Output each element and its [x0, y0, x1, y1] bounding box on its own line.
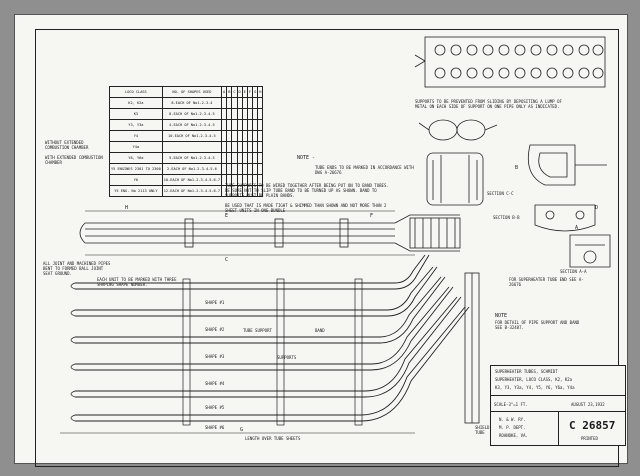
printed-stamp: PRINTED: [581, 436, 598, 441]
dim-label: E: [225, 213, 229, 219]
dim-label: H: [125, 205, 129, 211]
shapes-cell: 10-EACH OF No1-2-3-4-5-6-7: [161, 174, 223, 186]
note-pipe-support: FOR DETAIL OF PIPE SUPPORT AND BAND SEE …: [495, 320, 580, 330]
shape-label: SHAPE #1: [205, 300, 225, 305]
title-block: SUPERHEATER TUBES, SCHMIDT SUPERHEATER, …: [490, 365, 626, 462]
dim-label: B: [515, 165, 519, 171]
loco-class-cell: Y4a: [109, 141, 163, 153]
table-header: H: [257, 86, 264, 98]
loco-class-cell: K2, K2a: [109, 97, 163, 109]
table-header: LOCO CLASS: [109, 86, 163, 98]
table-row: Y4a: [109, 141, 264, 153]
dim-label: D: [595, 205, 599, 211]
title-box: SUPERHEATER TUBES, SCHMIDT SUPERHEATER, …: [490, 365, 626, 397]
shapes-cell: 2-EACH OF No1-2-3-4-5-6: [161, 163, 223, 175]
scale-text: SCALE-3"=1 FT.: [494, 402, 528, 407]
shape-label: SHAPE #3: [205, 354, 225, 359]
loco-class-table: LOCO CLASS NO. OF SHAPES USED A B C D E …: [109, 86, 264, 197]
date-text: AUGUST 23,1932: [571, 402, 605, 407]
railway-line: ROANOKE, VA.: [499, 433, 528, 438]
loco-class-cell: Y6: [109, 174, 163, 186]
shape-label: SHAPE #5: [205, 405, 225, 410]
loco-class-cell: Y4: [109, 130, 163, 142]
note-without-chamber: WITHOUT EXTENDED COMBUSTION CHAMBER: [45, 140, 89, 150]
tube-support-label: TUBE SUPPORT: [243, 328, 272, 333]
drawing-sheet: LOCO CLASS NO. OF SHAPES USED A B C D E …: [14, 14, 628, 467]
title-line: SUPERHEATER TUBES, SCHMIDT: [495, 369, 558, 374]
section-cc-label: SECTION C-C: [487, 191, 514, 196]
table-header: NO. OF SHAPES USED: [161, 86, 223, 98]
shapes-cell: 10-EACH OF No1-2-3-4-5: [161, 130, 223, 142]
railway-line: M. P. DEPT.: [499, 425, 526, 430]
shapes-cell: 8-EACH OF No1-2-3-4: [161, 97, 223, 109]
railway-box: N. & W. RY. M. P. DEPT. ROANOKE, VA.: [490, 411, 560, 446]
shapes-cell: 8-EACH OF No1-2-3-4-5: [161, 108, 223, 120]
note-each-unit: EACH UNIT TO BE MARKED WITH THREE SHAPIN…: [97, 277, 177, 287]
dim-label: G: [240, 427, 244, 433]
shape-label: SHAPE #6: [205, 425, 225, 430]
drawing-border: [35, 29, 619, 467]
drawing-number-box: C 26857 PRINTED: [558, 411, 626, 446]
band-label: BAND: [315, 328, 325, 333]
shape-label: SHAPE #4: [205, 381, 225, 386]
table-header-row: LOCO CLASS NO. OF SHAPES USED A B C D E …: [109, 86, 264, 98]
railway-line: N. & W. RY.: [499, 417, 526, 422]
shapes-cell: 12-EACH OF No1-2-3-4-5-6-7: [161, 185, 223, 197]
length-label: LENGTH OVER TUBE SHEETS: [245, 436, 301, 441]
loco-class-cell: K3: [109, 108, 163, 120]
note-shims: BE USED THAT IS MADE TIGHT & SHIMMED THA…: [225, 203, 387, 213]
section-aa-label: SECTION A-A: [560, 269, 587, 274]
loco-class-cell: Y5 ENG. No 2113 ONLY: [109, 185, 163, 197]
dim-label: F: [370, 213, 374, 219]
title-line: SUPERHEATER, LOCO CLASS, K2, K2a: [495, 377, 573, 382]
loco-class-cell: Y6, Y6a: [109, 152, 163, 164]
section-bb-label: SECTION B-B: [493, 215, 520, 220]
shapes-cell: 5-EACH OF No1-2-3-4-5: [161, 152, 223, 164]
loco-class-cell: Y5 ENGINES 2301 TO 2300: [109, 163, 163, 175]
note-with-chamber: WITH EXTENDED COMBUSTION CHAMBER: [45, 155, 103, 165]
note-ball-joint: ALL JOINT AND MACHINED PIPES BENT TO FOR…: [43, 261, 111, 276]
dim-label: C: [225, 257, 229, 263]
shapes-cell: [161, 141, 223, 153]
title-line: K3, Y3, Y3a, Y4, Y5, Y6, Y6a, Y4a: [495, 385, 575, 390]
note2-label: NOTE: [495, 313, 508, 319]
note-marking: TUBE ENDS TO BE MARKED IN ACCORDANCE WIT…: [315, 165, 414, 175]
note-supports: SUPPORTS TO BE PREVENTED FROM SLIDING BY…: [415, 99, 562, 109]
note-wiring: TUBE SUPPORTS TO BE WIRED TOGETHER AFTER…: [225, 183, 389, 198]
loco-class-cell: Y3, Y3a: [109, 119, 163, 131]
drawing-linework: [60, 36, 611, 434]
shape-label: SHAPE #2: [205, 327, 225, 332]
note-label: NOTE -: [297, 155, 316, 161]
shapes-cell: 4-EACH OF No1-2-3-4-5: [161, 119, 223, 131]
supports-label: SUPPORTS: [277, 355, 297, 360]
note-superheater-end: FOR SUPERHEATER TUBE END SEE A-26676: [509, 277, 584, 287]
dim-label: A: [575, 225, 579, 231]
drawing-number: C 26857: [569, 419, 616, 432]
